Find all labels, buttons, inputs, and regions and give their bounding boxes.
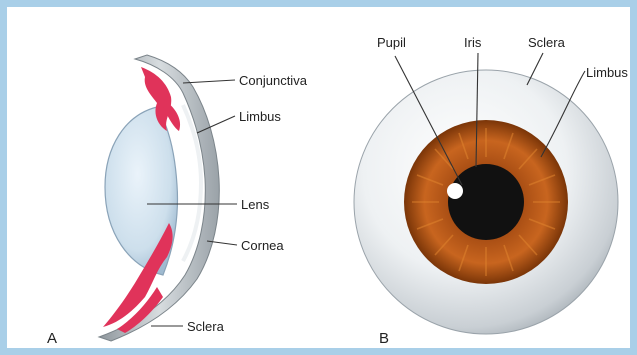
label-sclera-a: Sclera	[187, 319, 225, 334]
label-iris: Iris	[464, 35, 482, 50]
pupil-highlight	[447, 183, 463, 199]
panel-letter-b: B	[379, 330, 389, 347]
panel-letter-a: A	[47, 330, 57, 347]
label-conjunctiva: Conjunctiva	[239, 73, 308, 88]
label-cornea: Cornea	[241, 238, 284, 253]
panel-b: Pupil Iris Sclera Limbus B	[354, 35, 628, 347]
label-lens: Lens	[241, 197, 270, 212]
pupil	[448, 164, 524, 240]
leader-conjunctiva	[183, 80, 235, 83]
label-pupil: Pupil	[377, 35, 406, 50]
eye-anatomy-diagram: Conjunctiva Limbus Lens Cornea Sclera A	[7, 7, 637, 355]
panel-a: Conjunctiva Limbus Lens Cornea Sclera A	[47, 55, 308, 347]
label-limbus-a: Limbus	[239, 109, 281, 124]
label-sclera-b: Sclera	[528, 35, 566, 50]
label-limbus-b: Limbus	[586, 65, 628, 80]
